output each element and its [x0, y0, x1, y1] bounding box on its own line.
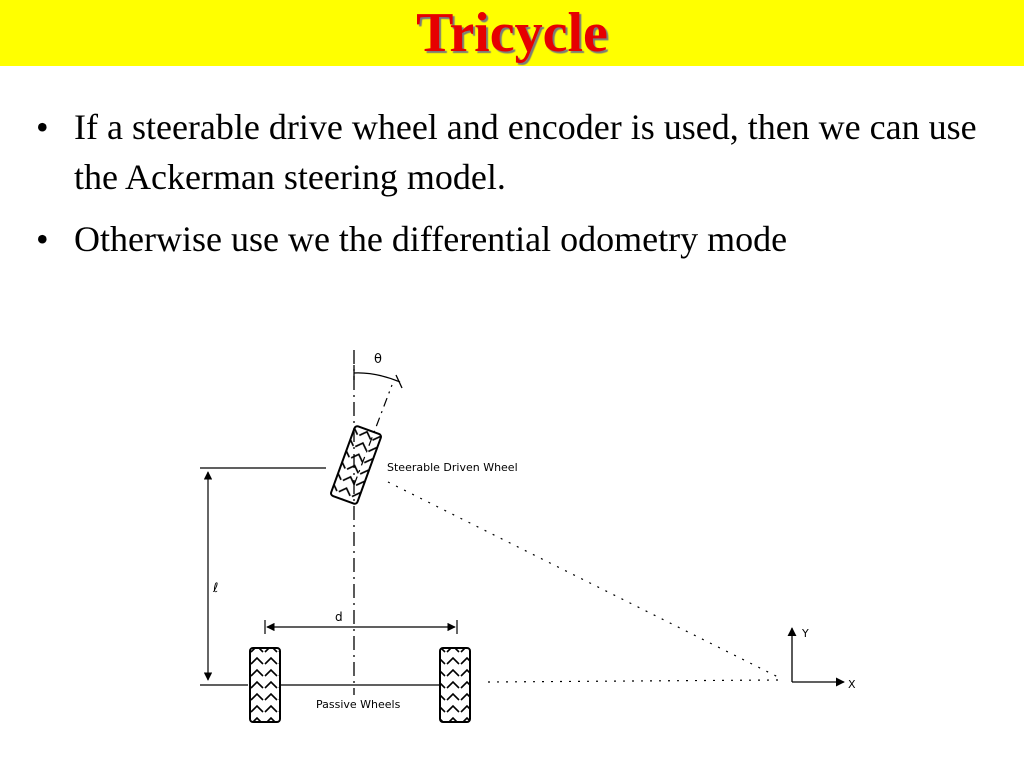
- steerable-wheel: [330, 425, 382, 505]
- passive-wheel-left: [249, 647, 281, 723]
- passive-wheels-label: Passive Wheels: [316, 698, 401, 711]
- passive-wheel-right: [439, 647, 471, 723]
- tricycle-diagram: θ Steerable Driven Wheel ℓ d Passive Whe…: [200, 350, 856, 723]
- angle-arc: [353, 372, 401, 383]
- bullet-item-1: • If a steerable drive wheel and encoder…: [36, 102, 996, 202]
- angle-label: θ: [374, 352, 382, 367]
- bullet-item-2: • Otherwise use we the differential odom…: [36, 214, 996, 264]
- steerable-wheel-label: Steerable Driven Wheel: [387, 461, 518, 474]
- bullet-marker: •: [36, 219, 49, 259]
- length-label: ℓ: [212, 581, 218, 596]
- angle-tick-right: [395, 374, 403, 389]
- bullet-text: If a steerable drive wheel and encoder i…: [74, 107, 977, 197]
- steering-direction-line: [353, 384, 393, 486]
- radius-line: [387, 481, 781, 679]
- x-axis-label: X: [848, 678, 856, 691]
- bullet-list: • If a steerable drive wheel and encoder…: [36, 102, 996, 276]
- bullet-marker: •: [36, 107, 49, 147]
- slide-title: Tricycle: [416, 2, 608, 64]
- bullet-text: Otherwise use we the differential odomet…: [74, 219, 788, 259]
- axle-extension: [487, 679, 781, 683]
- y-axis-label: Y: [801, 627, 809, 640]
- track-label: d: [335, 610, 343, 624]
- title-bar: [0, 0, 1024, 66]
